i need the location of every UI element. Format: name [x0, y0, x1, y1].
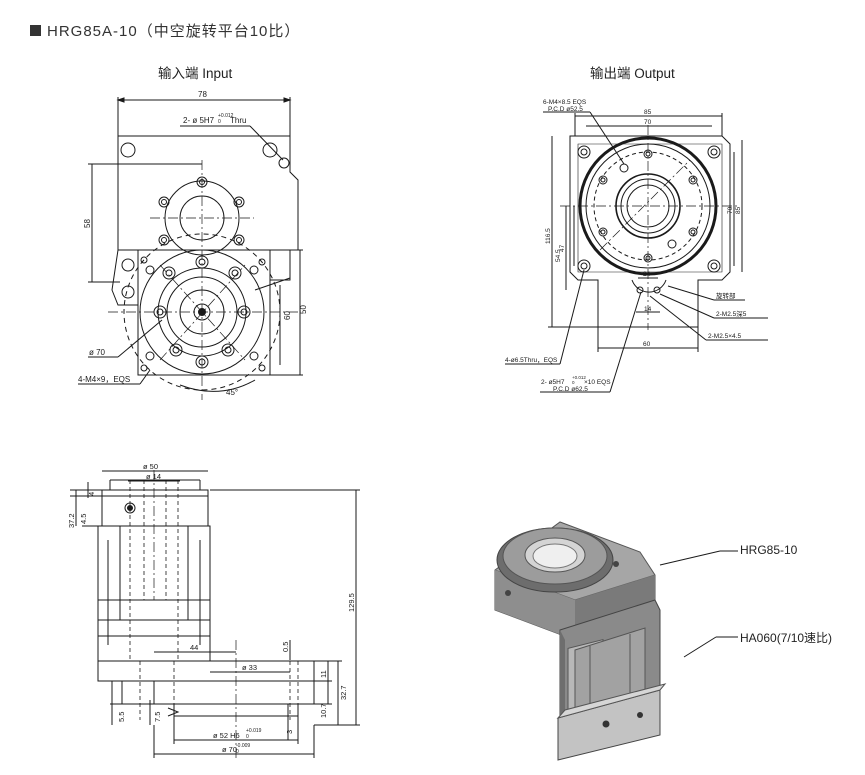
input-corner-hole — [262, 142, 278, 158]
output-rot-part: 旋转部 — [716, 291, 736, 300]
output-dim-116: 116.5 — [545, 228, 552, 244]
side-dim-11: 11 — [319, 670, 328, 678]
input-angle-45: 45° — [226, 388, 238, 397]
output-dim-85-top: 85 — [644, 109, 652, 116]
side-dim-107: 10.7 — [319, 703, 328, 718]
output-pcd-top: P.C.D ø52.5 — [548, 106, 583, 113]
callout-bottom: HA060(7/10速比) — [740, 631, 833, 645]
side-dia-52-tol: +0.019 — [246, 728, 262, 734]
output-dim-47: 47 — [559, 244, 566, 252]
side-dim-3: 3 — [285, 730, 294, 734]
output-pcd-bottom: P.C.D ø62.5 — [553, 386, 588, 393]
output-dim-70-right: 70 — [727, 206, 734, 214]
output-dowel-tol-low: 0 — [572, 380, 575, 385]
side-dim-45: 4.5 — [79, 514, 88, 524]
side-dim-327: 32.7 — [339, 685, 348, 700]
output-dim-60: 60 — [643, 341, 651, 348]
input-hole-note: 2- ø 5H7 — [183, 116, 215, 125]
side-dim-372: 37.2 — [67, 513, 76, 528]
side-dim-1295: 129.5 — [347, 593, 356, 612]
output-dim-24: 24 — [643, 271, 651, 278]
product-motor-flange — [556, 683, 667, 761]
page-title: HRG85A-10（中空旋转平台10比） — [30, 20, 300, 41]
side-dia-70-tol-low: 0 — [236, 749, 239, 755]
output-dim-70-top: 70 — [644, 119, 652, 126]
side-dim-44: 44 — [190, 643, 198, 652]
input-corner-hole — [278, 157, 290, 169]
input-hole-tol-low: 0 — [218, 119, 221, 125]
output-holes-top: 6-M4×8.5 EQS — [543, 99, 587, 106]
output-bottom-tab — [631, 279, 667, 293]
title-square-icon — [30, 25, 41, 36]
output-dowel: 2- ø5H7 — [541, 379, 565, 386]
side-dia-50: ø 50 — [143, 462, 158, 471]
side-dia-14: ø 14 — [146, 472, 161, 481]
side-dia-70-tol: -0.009 — [236, 743, 250, 749]
side-dia-33: ø 33 — [242, 663, 257, 672]
output-dim-85-right: 85 — [735, 206, 742, 214]
side-dia-52: ø 52 H6 — [213, 731, 240, 740]
output-dowel-tol: +0.012 — [572, 375, 586, 380]
input-hole-tol: +0.012 — [218, 113, 234, 119]
title-text: HRG85A-10（中空旋转平台10比） — [47, 23, 301, 40]
side-dim-55: 5.5 — [117, 712, 126, 722]
side-dim-75: 7.5 — [153, 712, 162, 722]
output-dim-14: 14 — [644, 306, 652, 313]
input-dim-60: 60 — [283, 311, 292, 320]
input-dim-78: 78 — [198, 90, 207, 99]
input-hole-thru: Thru — [230, 116, 246, 125]
output-dim-54: 54.5 — [555, 249, 562, 262]
product-platform — [494, 521, 656, 641]
input-view-label: 输入端 Input — [158, 66, 233, 81]
input-corner-hole — [120, 142, 136, 158]
output-m25-depth: 2-M2.5深5 — [716, 309, 747, 318]
side-dim-05: 0.5 — [281, 642, 290, 652]
input-dim-58: 58 — [83, 219, 92, 228]
side-dim-4: 4 — [87, 492, 96, 496]
side-dia-52-tol-low: 0 — [246, 734, 249, 740]
output-thru-holes: 4-ø6.5Thru，EQS — [505, 357, 558, 364]
side-dia-70: ø 70 — [222, 745, 237, 754]
output-dowel-depth: ×10 EQS — [584, 379, 611, 386]
callout-top: HRG85-10 — [740, 543, 798, 557]
input-dim-50: 50 — [299, 305, 308, 314]
output-m25x: 2-M2.5×4.5 — [708, 333, 741, 340]
input-dia-70: ø 70 — [89, 348, 106, 357]
output-body-outline — [569, 135, 731, 328]
input-tapped: 4-M4×9，EQS — [78, 375, 130, 384]
output-view-label: 输出端 Output — [590, 66, 675, 81]
